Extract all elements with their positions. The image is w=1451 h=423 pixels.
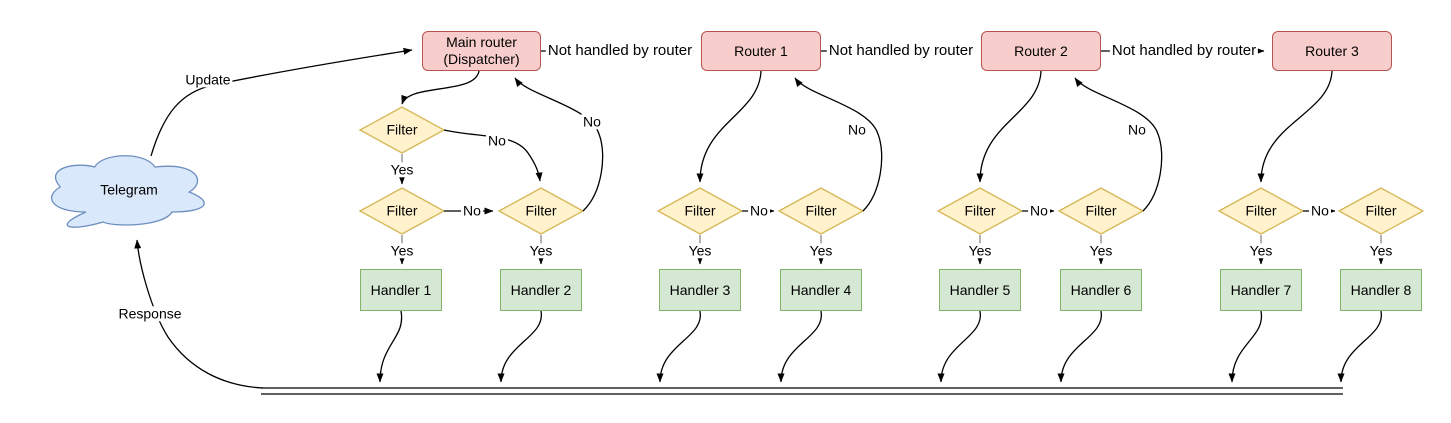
edge-label-no: No	[748, 202, 770, 219]
filter-label: Filter	[386, 202, 418, 219]
node-handler-7: Handler 7	[1220, 269, 1302, 311]
main-router-label-line1: Main router	[446, 34, 517, 51]
handler-3-label: Handler 3	[669, 281, 731, 298]
edge-label-yes: Yes	[807, 242, 835, 259]
handler-8-label: Handler 8	[1350, 281, 1412, 298]
filter-label: Filter	[386, 121, 418, 138]
filter-label: Filter	[1085, 202, 1117, 219]
edge-label-no: No	[1126, 121, 1148, 138]
filter-label: Filter	[964, 202, 996, 219]
node-router-3: Router 3	[1272, 31, 1392, 71]
router-3-label: Router 3	[1305, 42, 1359, 59]
edge-label-update: Update	[183, 71, 233, 88]
edge-label-yes: Yes	[388, 242, 416, 259]
handler-5-label: Handler 5	[949, 281, 1011, 298]
node-router-1: Router 1	[701, 31, 821, 71]
edge-label-no: No	[846, 121, 868, 138]
telegram-cloud-shape	[50, 155, 205, 228]
edge-handler8-to-bus	[1337, 310, 1382, 383]
edge-label-no: No	[1309, 202, 1331, 219]
node-handler-6: Handler 6	[1060, 269, 1142, 311]
filter-diamond	[1337, 187, 1425, 235]
handler-2-label: Handler 2	[510, 281, 572, 298]
edge-router2-to-filter	[976, 70, 1042, 183]
edge-handler1-to-bus	[376, 310, 403, 383]
edge-filter-no-to-filter	[443, 129, 543, 182]
node-main-router: Main router (Dispatcher)	[422, 31, 541, 71]
edge-label-no: No	[461, 202, 483, 219]
router-2-label: Router 2	[1014, 42, 1068, 59]
filter-label: Filter	[1245, 202, 1277, 219]
edge-label-yes: Yes	[388, 161, 416, 178]
filter-label: Filter	[525, 202, 557, 219]
edge-filter-no-return	[514, 77, 604, 212]
edge-handler2-to-bus	[497, 310, 542, 383]
edge-filter-no-return	[794, 77, 883, 212]
node-handler-3: Handler 3	[659, 269, 741, 311]
node-router-2: Router 2	[981, 31, 1101, 71]
edge-label-not-handled: Not handled by router	[1109, 41, 1259, 60]
node-handler-5: Handler 5	[939, 269, 1021, 311]
edge-label-response: Response	[116, 305, 184, 322]
main-router-label-line2: (Dispatcher)	[443, 51, 520, 67]
edge-label-not-handled: Not handled by router	[826, 41, 976, 60]
edge-label-yes: Yes	[1087, 242, 1115, 259]
node-handler-2: Handler 2	[500, 269, 582, 311]
edge-response	[134, 239, 264, 389]
edge-handler6-to-bus	[1057, 310, 1102, 383]
edge-label-no: No	[486, 132, 508, 149]
router-1-label: Router 1	[734, 42, 788, 59]
telegram-label: Telegram	[100, 181, 158, 198]
edge-label-yes: Yes	[527, 242, 555, 259]
edge-label-not-handled: Not handled by router	[545, 41, 695, 60]
filter-label: Filter	[805, 202, 837, 219]
edge-router3-to-filter	[1257, 70, 1333, 183]
edge-label-yes: Yes	[1367, 242, 1395, 259]
filter-label: Filter	[684, 202, 716, 219]
handler-1-label: Handler 1	[370, 281, 432, 298]
node-handler-1: Handler 1	[360, 269, 442, 311]
filter-label: Filter	[1365, 202, 1397, 219]
handler-7-label: Handler 7	[1230, 281, 1292, 298]
edge-label-no: No	[581, 113, 603, 130]
edge-handler5-to-bus	[937, 310, 981, 383]
edge-filter-no-return	[1074, 77, 1163, 212]
edge-update	[150, 47, 413, 157]
edge-handler7-to-bus	[1228, 310, 1263, 383]
handler-6-label: Handler 6	[1070, 281, 1132, 298]
edge-handler3-to-bus	[656, 310, 701, 383]
node-handler-4: Handler 4	[780, 269, 862, 311]
edge-router1-to-filter	[696, 70, 762, 183]
edge-label-no: No	[1028, 202, 1050, 219]
edge-dispatcher-to-filter	[401, 70, 480, 105]
edge-label-yes: Yes	[966, 242, 994, 259]
edge-label-yes: Yes	[1247, 242, 1275, 259]
node-handler-8: Handler 8	[1340, 269, 1422, 311]
edge-label-yes: Yes	[686, 242, 714, 259]
edge-handler4-to-bus	[777, 310, 822, 383]
handler-4-label: Handler 4	[790, 281, 852, 298]
